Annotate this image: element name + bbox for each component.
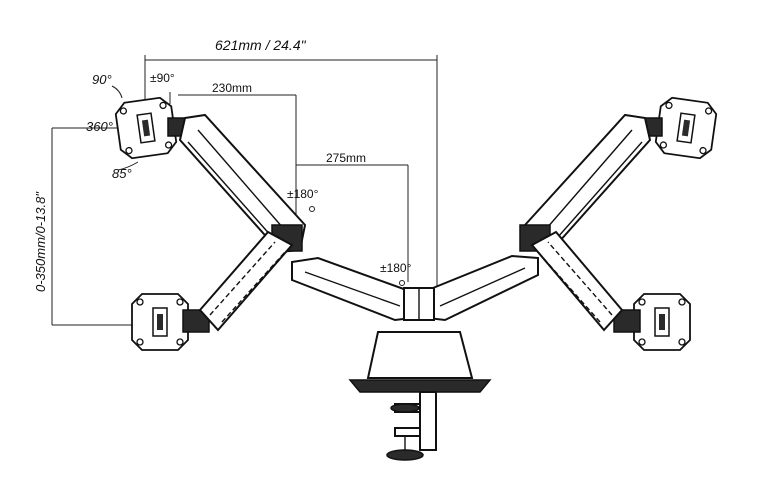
arm-offset-label: 275mm (326, 151, 366, 165)
lower-right-arm-body (530, 230, 624, 332)
upper-right-arm-detail (539, 129, 633, 237)
total-width-label: 621mm / 24.4" (215, 37, 307, 53)
base-joint-pivot-icon (399, 280, 405, 286)
centre-post (348, 287, 492, 393)
upper-left-arm-detail (197, 129, 291, 237)
clamp-knob (386, 449, 424, 461)
clamp-top-pad (390, 403, 420, 413)
desk-clamp (386, 391, 437, 461)
right-connector-detail (439, 267, 526, 307)
height-range-label: 0-350mm/0-13.8" (33, 191, 48, 292)
vesa-plate-bottom-left-icon (131, 293, 189, 351)
swivel-label: ±90° (150, 71, 175, 85)
lower-left-arm-body (198, 230, 294, 332)
base-column (366, 331, 474, 379)
rotation-arrows (111, 85, 405, 286)
arm-joint-pivot-icon (309, 206, 315, 212)
tilt-top-label: 90° (92, 72, 112, 87)
tilt-bottom-arrow (117, 161, 139, 171)
base-joint-rotation-label: ±180° (380, 261, 412, 275)
clamp-spine (419, 391, 437, 451)
vesa-plate-top-right-icon (653, 95, 719, 161)
clamp-lower-arm (394, 427, 421, 437)
lower-right-arm-hidden-line (547, 241, 613, 316)
right-connector-arm (427, 254, 539, 322)
left-upper-arm (113, 95, 307, 254)
right-lower-arm (530, 230, 691, 351)
arm-joint-rotation-label: ±180° (287, 187, 319, 201)
rotate-label: 360° (86, 119, 113, 134)
right-connector-arm-body (427, 254, 539, 322)
tilt-bottom-label: 85° (112, 166, 132, 181)
vesa-plate-bottom-right-icon (633, 293, 691, 351)
upper-right-arm-detail-2 (549, 141, 643, 247)
right-upper-arm (519, 95, 719, 254)
lower-left-arm-hidden-line (209, 241, 276, 316)
base-plate (348, 379, 492, 393)
left-connector-detail (304, 271, 401, 307)
arm-segment-label: 230mm (212, 81, 252, 95)
left-lower-arm (131, 230, 294, 351)
tilt-top-arrow (111, 85, 123, 99)
tilt-joint-bottom-right (613, 309, 641, 333)
upper-left-arm-detail-2 (187, 141, 281, 247)
